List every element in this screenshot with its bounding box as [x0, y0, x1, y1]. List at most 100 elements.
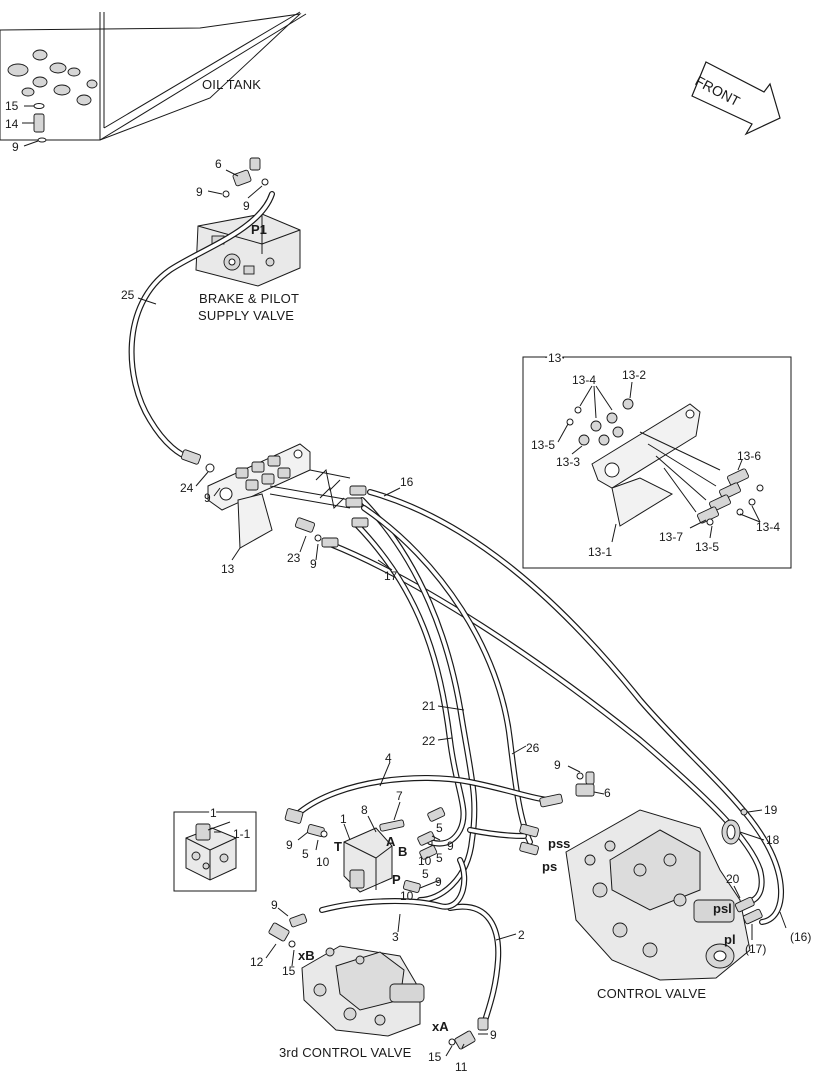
- port-b-label: B: [398, 844, 407, 859]
- inset-13-box: [522, 356, 792, 569]
- inset-1-labels: 1 1-1: [208, 804, 251, 841]
- manifold-13: [180, 443, 369, 549]
- callout: 4: [385, 751, 392, 765]
- inset-13-label: 13-2: [622, 368, 646, 382]
- control-valve-port-labels: pss ps psl pl: [542, 836, 736, 947]
- callout: 15: [5, 99, 19, 113]
- callout: 7: [396, 789, 403, 803]
- callout: 20: [726, 872, 740, 886]
- port-pss-label: pss: [548, 836, 570, 851]
- tee-fitting-6: [539, 765, 605, 808]
- callout: 9: [271, 898, 278, 912]
- callout: 10: [316, 855, 330, 869]
- callout: 9: [490, 1028, 497, 1042]
- callout: 16: [400, 475, 414, 489]
- port-ps-label: ps: [542, 859, 557, 874]
- inset-13-label: 13-4: [756, 520, 780, 534]
- brake-pilot-title-1: BRAKE & PILOT: [199, 291, 299, 306]
- elbow-fitting-12: [268, 913, 308, 948]
- inset-13-label: 13-5: [695, 540, 719, 554]
- callout: 9: [12, 140, 19, 154]
- pilot-block-fittings: [284, 807, 446, 893]
- callout: 26: [526, 741, 540, 755]
- control-valve-label: CONTROL VALVE: [597, 986, 706, 1001]
- port-xa-label: xA: [432, 1019, 449, 1034]
- callout: 10: [400, 889, 414, 903]
- elbow-fitting-11: [448, 1017, 489, 1050]
- callout: 25: [121, 288, 135, 302]
- inset-13-label: 13-3: [556, 455, 580, 469]
- callout: 14: [5, 117, 19, 131]
- brake-pilot-supply-valve: P1: [195, 213, 301, 287]
- psl-pl-fittings: [734, 896, 763, 925]
- callout: 6: [604, 786, 611, 800]
- port-a-label: A: [386, 834, 396, 849]
- callout: 19: [764, 803, 778, 817]
- callout: 9: [435, 875, 442, 889]
- callout: 1: [340, 812, 347, 826]
- port-psl-label: psl: [713, 901, 732, 916]
- callout: 9: [286, 838, 293, 852]
- port-pl-label: pl: [724, 932, 736, 947]
- callout: 15: [282, 964, 296, 978]
- callout: 12: [250, 955, 264, 969]
- callout: 5: [436, 851, 443, 865]
- callout: 21: [422, 699, 436, 713]
- inset-1-label: 1-1: [233, 827, 251, 841]
- callout: 3: [392, 930, 399, 944]
- pilot-block-1: T A B P: [334, 827, 407, 893]
- port-p-label: P: [392, 872, 401, 887]
- callout: 17: [384, 569, 398, 583]
- callout: 23: [287, 551, 301, 565]
- port-xb-label: xB: [298, 948, 315, 963]
- callout-numbers: 15 14 9 6 9 9 25 24 9 13 23 9 16 17 21 2…: [5, 99, 811, 1074]
- inset-13-label: 13-1: [588, 545, 612, 559]
- callout: 15: [428, 1050, 442, 1064]
- port-t-label: T: [334, 839, 342, 854]
- callout: 9: [310, 557, 317, 571]
- front-arrow: FRONT: [691, 61, 781, 136]
- inset-13-label: 13-5: [531, 438, 555, 452]
- callout: 5: [422, 867, 429, 881]
- tank-top-fittings: [7, 49, 98, 106]
- callout: 5: [436, 821, 443, 835]
- oil-tank-label: OIL TANK: [202, 77, 261, 92]
- leader-lines: [137, 297, 787, 1057]
- port-p1-label: P1: [251, 222, 267, 237]
- pss-ps-fittings: [519, 823, 539, 856]
- hose-clamp-18: [721, 808, 748, 845]
- callout: 9: [204, 491, 211, 505]
- inset-13-label: 13-7: [659, 530, 683, 544]
- callout: 9: [196, 185, 203, 199]
- callout: 9: [243, 199, 250, 213]
- brake-pilot-title-2: SUPPLY VALVE: [198, 308, 294, 323]
- callout: 8: [361, 803, 368, 817]
- tank-outlet-fitting: [22, 103, 47, 147]
- callout: 13: [221, 562, 235, 576]
- inset-13-labels: 13 13-4 13-2 13-5 13-3 13-6 13-4 13-7 13…: [531, 349, 780, 559]
- callout: 24: [180, 481, 194, 495]
- hoses: [128, 191, 784, 1027]
- inset-13-title: 13: [548, 351, 562, 365]
- callout: 22: [422, 734, 436, 748]
- inset-1-title: 1: [210, 806, 217, 820]
- callout: (17): [745, 942, 766, 956]
- callout: 9: [447, 839, 454, 853]
- callout: 6: [215, 157, 222, 171]
- callout: 9: [554, 758, 561, 772]
- control-valve: [565, 809, 751, 981]
- callout: 10: [418, 854, 432, 868]
- inset-1-box: [173, 811, 257, 892]
- callout: 5: [302, 847, 309, 861]
- callout: (16): [790, 930, 811, 944]
- callout: 11: [455, 1060, 468, 1074]
- third-control-valve-label: 3rd CONTROL VALVE: [279, 1045, 412, 1060]
- callout: 2: [518, 928, 525, 942]
- third-control-valve: [301, 945, 425, 1037]
- inset-13-label: 13-6: [737, 449, 761, 463]
- elbow-fitting-6-top: [207, 157, 269, 199]
- inset-13-label: 13-4: [572, 373, 596, 387]
- callout: 18: [766, 833, 780, 847]
- oil-tank: OIL TANK: [0, 11, 307, 141]
